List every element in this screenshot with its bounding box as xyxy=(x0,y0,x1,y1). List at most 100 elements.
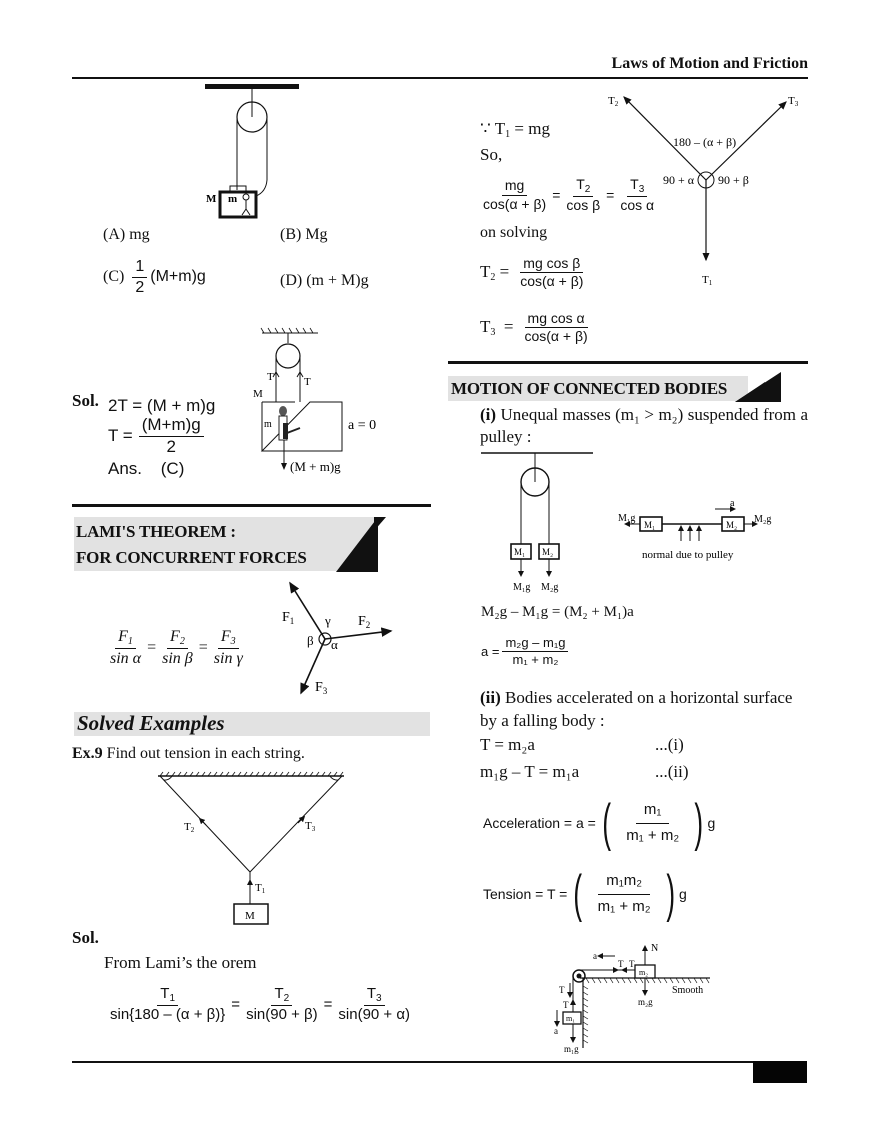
t3-equation: T3 = mg cos α cos(α + β) xyxy=(480,310,594,345)
part-ii-text: (ii) Bodies accelerated on a horizontal … xyxy=(480,688,793,730)
frac-den: sin{180 – (α + β)} xyxy=(110,1006,226,1023)
answer-label: Ans. xyxy=(108,459,143,478)
lift-man-figure: T T M m (M + m)g a = 0 xyxy=(253,327,376,474)
svg-text:(M + m)g: (M + m)g xyxy=(290,459,341,474)
frac-den: m₁ + m₂ xyxy=(626,826,680,844)
frac-num: (M+m)g xyxy=(138,415,204,437)
svg-text:M₂: M₂ xyxy=(542,547,553,557)
part-i-text: (i) Unequal masses (m₁ > m₂) suspended f… xyxy=(480,405,809,446)
option-label: (D) xyxy=(280,272,303,289)
svg-text:T: T xyxy=(618,959,624,969)
svg-text:M₂g: M₂g xyxy=(754,514,771,525)
lami-title-line-1: LAMI'S THEOREM : xyxy=(76,522,236,541)
svg-text:T2: T2 xyxy=(184,821,195,834)
frac-den: sin(90 + α) xyxy=(338,1006,411,1023)
table-pulley-figure: m₂ T T a N m₂g Smooth T T m₁ m₁g a xyxy=(554,943,710,1054)
svg-text:a: a xyxy=(730,498,735,509)
svg-text:T2: T2 xyxy=(608,95,619,108)
frac-den: 2 xyxy=(135,278,145,296)
svg-text:M₂g: M₂g xyxy=(541,582,558,593)
frac-num: mg cos α xyxy=(524,310,588,329)
svg-text:T: T xyxy=(563,1000,569,1010)
frac-den: cos α xyxy=(620,197,655,213)
svg-text:M: M xyxy=(245,910,255,922)
svg-text:a = 0: a = 0 xyxy=(348,418,376,433)
page-number-box xyxy=(753,1061,807,1083)
atwood-pulley-figure: M₁ M₂ M₁g M₂g xyxy=(481,452,593,593)
equation-i: T = m₂a ...(i) xyxy=(480,735,684,754)
lami-equation-solution: T1 sin{180 – (α + β)} = T2 sin(90 + β) =… xyxy=(104,985,416,1024)
connected-bodies-title: MOTION OF CONNECTED BODIES xyxy=(451,379,728,398)
frac-den: sin α xyxy=(110,650,142,667)
option-label: (A) xyxy=(103,226,126,243)
svg-text:180 – (α + β): 180 – (α + β) xyxy=(673,135,736,149)
svg-text:a: a xyxy=(593,951,597,961)
answer-line: Ans. (C) xyxy=(108,459,184,479)
svg-text:M₂: M₂ xyxy=(726,520,737,530)
sol-line-2: T = (M+m)g 2 xyxy=(108,415,207,456)
svg-text:T: T xyxy=(304,376,311,388)
frac-num: m₁m₂ xyxy=(598,872,651,895)
banner-corner-decoration xyxy=(735,372,781,402)
svg-text:F1: F1 xyxy=(282,610,294,626)
svg-text:T1: T1 xyxy=(255,882,266,895)
sol-2-text: From Lami’s the orem xyxy=(104,953,257,972)
svg-text:N: N xyxy=(651,943,658,954)
equation-main: M₂g – M₁g = (M₂ + M₁)a xyxy=(481,604,634,620)
svg-text:T: T xyxy=(629,959,635,969)
lami-title-line-2: FOR CONCURRENT FORCES xyxy=(76,548,307,567)
tension-strings-figure: T2 T3 T1 M xyxy=(158,771,344,925)
frac-den: cos(α + β) xyxy=(524,328,588,345)
page-header-title: Laws of Motion and Friction xyxy=(611,55,808,72)
svg-text:normal due to pulley: normal due to pulley xyxy=(642,549,734,561)
svg-text:M₁g: M₁g xyxy=(618,513,635,524)
option-value: Mg xyxy=(305,226,328,243)
since-line: ∵ T1 = mg xyxy=(480,119,550,140)
lami-formula: F1 sin α = F2 sin β = F3 sin γ xyxy=(104,628,249,668)
tension-formula: Tension = T = ( m₁m₂ m₁ + m₂ ) g xyxy=(483,865,687,923)
frac-den: sin γ xyxy=(213,650,243,667)
svg-text:T3: T3 xyxy=(788,95,799,108)
svg-text:M₁: M₁ xyxy=(514,547,525,557)
frac-den: 2 xyxy=(166,436,176,456)
frac-den: cos β xyxy=(566,197,601,213)
sol-line-2-lhs: T = xyxy=(108,426,133,446)
svg-text:m₂g: m₂g xyxy=(638,997,653,1007)
option-c: (C) 1 2 (M+m)g xyxy=(103,258,206,296)
banner-corner-decoration xyxy=(336,517,386,572)
equation-a: a = m₂g – m₁g m₁ + m₂ xyxy=(481,635,571,668)
section-rule-right xyxy=(448,361,808,364)
frac-den: m₁ + m₂ xyxy=(597,897,651,915)
tension-vector-diagram: T2 T3 T1 180 – (α + β) 90 + α 90 + β xyxy=(608,95,799,287)
svg-text:β: β xyxy=(307,633,314,648)
svg-text:m₁g: m₁g xyxy=(564,1044,579,1054)
frac-num: mg cos β xyxy=(520,255,584,274)
option-d: (D) (m + M)g xyxy=(280,272,369,290)
header-rule xyxy=(72,77,808,79)
sol-label: Sol. xyxy=(72,391,99,410)
svg-text:a: a xyxy=(554,1026,558,1036)
svg-text:T: T xyxy=(267,371,274,383)
svg-text:T3: T3 xyxy=(305,820,316,833)
svg-text:Smooth: Smooth xyxy=(672,985,703,996)
frac-den: sin(90 + β) xyxy=(246,1006,318,1023)
acceleration-formula: Acceleration = a = ( m₁ m₁ + m₂ ) g xyxy=(483,794,716,852)
option-a: (A) mg xyxy=(103,226,150,244)
section-rule xyxy=(72,504,431,507)
svg-text:T1: T1 xyxy=(702,274,713,287)
option-label: (C) xyxy=(103,268,125,286)
option-value: mg xyxy=(129,226,150,243)
svg-text:m: m xyxy=(264,419,272,430)
svg-text:M: M xyxy=(253,388,263,400)
example-9: Ex.9 Find out tension in each string. xyxy=(72,745,305,763)
svg-text:F2: F2 xyxy=(358,614,370,630)
example-label: Ex.9 xyxy=(72,745,103,762)
svg-text:T: T xyxy=(559,985,565,995)
svg-text:m₁: m₁ xyxy=(566,1014,575,1023)
frac-num: m₂g – m₁g xyxy=(502,635,569,653)
ratio-equation: mg cos(α + β) = T2 cos β = T3 cos α xyxy=(480,176,660,213)
so-text: So, xyxy=(480,145,503,164)
option-b: (B) Mg xyxy=(280,226,328,244)
svg-text:γ: γ xyxy=(324,613,331,628)
svg-text:M₁g: M₁g xyxy=(513,582,530,593)
